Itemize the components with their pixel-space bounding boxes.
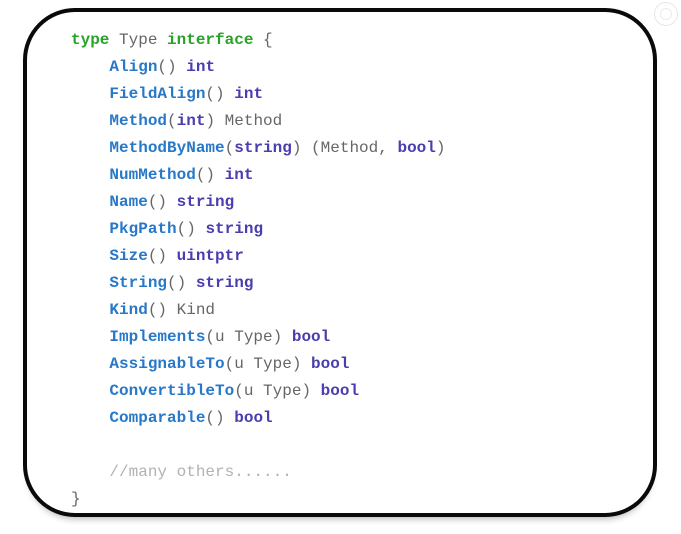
- code-token: FieldAlign: [109, 85, 206, 103]
- code-token: (): [205, 85, 235, 103]
- code-token: bool: [320, 382, 360, 400]
- code-line: Align() int: [71, 54, 643, 81]
- code-line: Name() string: [71, 189, 643, 216]
- code-token: int: [224, 166, 254, 184]
- code-token: Align: [109, 58, 158, 76]
- code-token: (: [224, 139, 235, 157]
- code-line: AssignableTo(u Type) bool: [71, 351, 643, 378]
- code-token: (u Type): [224, 355, 312, 373]
- code-token: (): [167, 274, 196, 292]
- code-line: Kind() Kind: [71, 297, 643, 324]
- code-token: bool: [291, 328, 331, 346]
- code-token: Comparable: [109, 409, 206, 427]
- code-token: int: [234, 85, 264, 103]
- code-token: MethodByName: [109, 139, 225, 157]
- code-token: (): [176, 220, 206, 238]
- code-token: }: [71, 490, 81, 508]
- code-token: (): [205, 409, 235, 427]
- code-token: (): [157, 58, 187, 76]
- code-token: string: [195, 274, 254, 292]
- faint-circle-logo-icon: [654, 2, 678, 26]
- code-token: Name: [109, 193, 148, 211]
- code-line: ConvertibleTo(u Type) bool: [71, 378, 643, 405]
- code-token: (): [147, 247, 177, 265]
- code-line: Method(int) Method: [71, 108, 643, 135]
- code-token: {: [253, 31, 273, 49]
- code-token: (): [147, 193, 177, 211]
- code-token: ConvertibleTo: [109, 382, 235, 400]
- code-line: PkgPath() string: [71, 216, 643, 243]
- code-token: string: [234, 139, 292, 157]
- code-line: MethodByName(string) (Method, bool): [71, 135, 643, 162]
- code-token: ) (Method,: [291, 139, 398, 157]
- code-line: FieldAlign() int: [71, 81, 643, 108]
- code-line: }: [71, 486, 643, 513]
- code-token: PkgPath: [109, 220, 177, 238]
- code-token: bool: [311, 355, 350, 373]
- code-line: //many others......: [71, 459, 643, 486]
- code-token: (u Type): [234, 382, 321, 400]
- code-token: string: [205, 220, 264, 238]
- code-token: (u Type): [205, 328, 292, 346]
- code-token: //many others......: [109, 463, 292, 481]
- code-token: String: [109, 274, 168, 292]
- code-token: AssignableTo: [109, 355, 225, 373]
- code-token: ): [435, 139, 446, 157]
- code-token: Method: [109, 112, 168, 130]
- code-token: Size: [109, 247, 148, 265]
- code-token: Type: [109, 31, 168, 49]
- code-token: bool: [397, 139, 436, 157]
- code-token: NumMethod: [109, 166, 196, 184]
- code-token: Implements: [109, 328, 206, 346]
- code-line: type Type interface {: [71, 27, 643, 54]
- code-line: Size() uintptr: [71, 243, 643, 270]
- code-token: type: [71, 31, 110, 49]
- code-line: [71, 432, 643, 459]
- code-line: String() string: [71, 270, 643, 297]
- code-token: bool: [234, 409, 273, 427]
- code-token: () Kind: [147, 301, 216, 319]
- code-token: (: [167, 112, 177, 130]
- code-token: int: [186, 58, 216, 76]
- code-token: interface: [167, 31, 254, 49]
- code-token: (): [195, 166, 225, 184]
- code-line: NumMethod() int: [71, 162, 643, 189]
- code-token: ) Method: [205, 112, 283, 130]
- code-token: string: [176, 193, 235, 211]
- code-line: Comparable() bool: [71, 405, 643, 432]
- code-token: uintptr: [176, 247, 244, 265]
- code-line: Implements(u Type) bool: [71, 324, 643, 351]
- code-token: int: [176, 112, 206, 130]
- code-token: Kind: [109, 301, 148, 319]
